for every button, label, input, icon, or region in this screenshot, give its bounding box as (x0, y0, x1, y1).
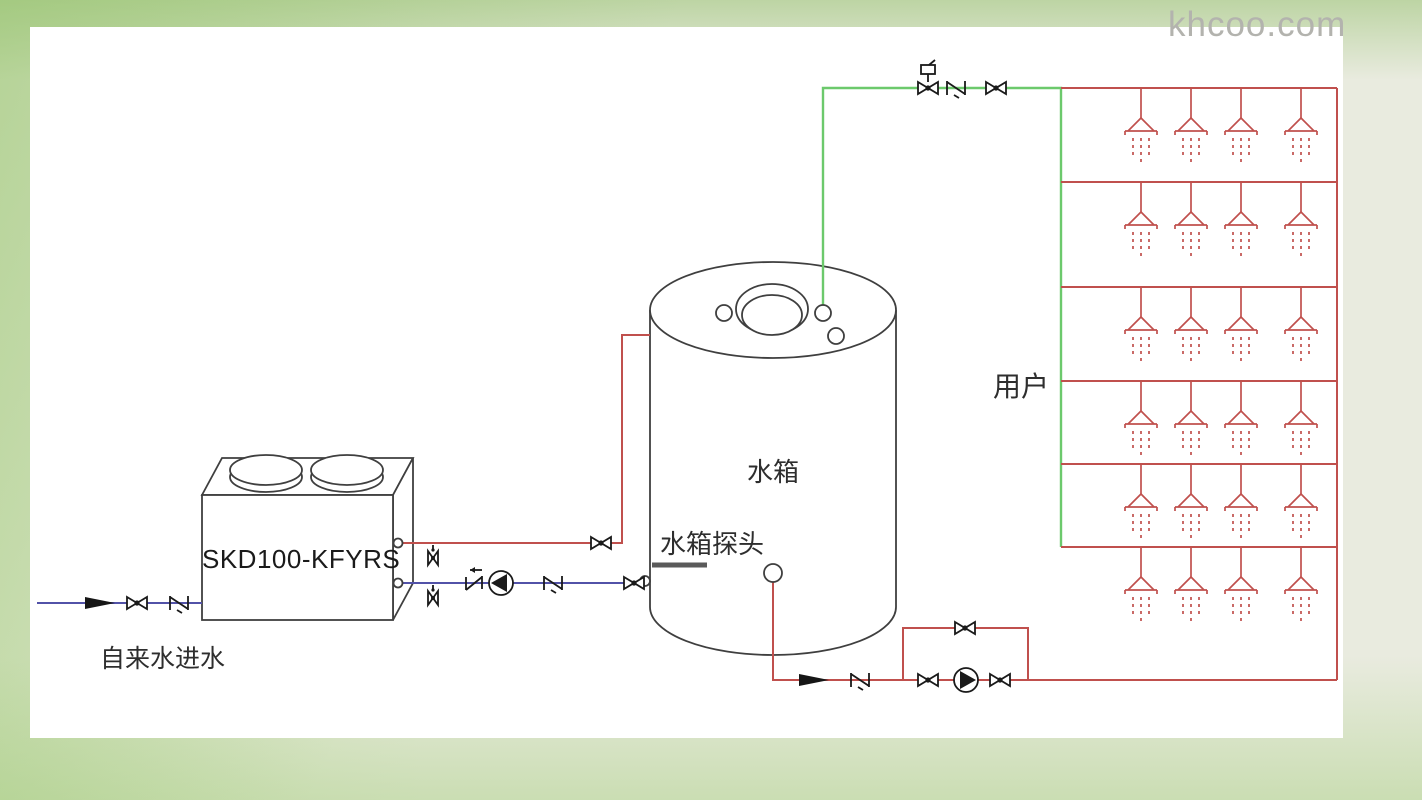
ball-valve-icon (917, 673, 939, 687)
solenoid-valve-icon (918, 60, 938, 94)
drain-valve-icon (427, 584, 439, 606)
tank-fittings (639, 283, 845, 587)
ball-valve-icon (590, 536, 612, 550)
heat-pump-unit (200, 454, 415, 621)
manhole-inner-icon (741, 294, 803, 336)
shower-head-icon (1124, 286, 1158, 362)
hot-supply-pipe (821, 86, 1063, 547)
shower-head-icon (1124, 546, 1158, 622)
shower-head-icon (1174, 546, 1208, 622)
check-valve-icon (946, 80, 966, 99)
shower-head-icon (1224, 546, 1258, 622)
shower-head-icon (1224, 380, 1258, 456)
shower-head-icon (1124, 463, 1158, 539)
shower-head-icon (1224, 87, 1258, 163)
ball-valve-icon (989, 673, 1011, 687)
shower-head-icon (1284, 546, 1318, 622)
flow-arrow-icon (85, 597, 115, 609)
shower-head-icon (1174, 286, 1208, 362)
tank-probe-label: 水箱探头 (660, 529, 765, 559)
swing-check-valve-icon (465, 566, 483, 591)
shower-head-icon (1124, 181, 1158, 257)
pump-icon (953, 667, 979, 693)
ball-valve-icon (985, 81, 1007, 95)
tank-top-outlet-icon (814, 304, 832, 322)
drain-valve-icon (427, 544, 439, 566)
watermark: khcoo.com (1168, 5, 1347, 44)
shower-head-icon (1284, 87, 1318, 163)
shower-head-icon (1174, 463, 1208, 539)
tank-top-port-icon (827, 327, 845, 345)
pump-icon (488, 570, 514, 596)
shower-head-icon (1174, 87, 1208, 163)
heat-pump-model-label: SKD100-KFYRS (202, 544, 401, 574)
shower-head-icon (1224, 463, 1258, 539)
shower-head-icon (1124, 380, 1158, 456)
tap-water-inlet-label: 自来水进水 (100, 645, 226, 673)
shower-head-icon (1284, 286, 1318, 362)
shower-head-icon (1224, 181, 1258, 257)
check-valve-icon (543, 575, 563, 594)
heatpump-ports (392, 537, 404, 589)
shower-head-icon (1124, 87, 1158, 163)
tank-top-port-icon (715, 304, 733, 322)
ball-valve-icon (623, 576, 645, 590)
ball-valve-icon (126, 596, 148, 610)
check-valve-icon (850, 672, 870, 691)
shower-head-icon (1224, 286, 1258, 362)
shower-grid (1061, 87, 1337, 622)
shower-head-icon (1284, 181, 1318, 257)
probe-connection-icon (763, 563, 783, 583)
ball-valve-icon (954, 621, 976, 635)
shower-head-icon (1174, 181, 1208, 257)
water-tank-label: 水箱 (746, 457, 799, 487)
flow-arrow-icon (799, 674, 829, 686)
check-valve-icon (169, 595, 189, 614)
heatpump-to-tank-hot-pipe (398, 334, 650, 544)
fan-icon (229, 454, 384, 493)
shower-head-icon (1284, 380, 1318, 456)
shower-head-icon (1284, 463, 1318, 539)
shower-head-icon (1174, 380, 1208, 456)
users-label: 用户 (993, 371, 1050, 402)
